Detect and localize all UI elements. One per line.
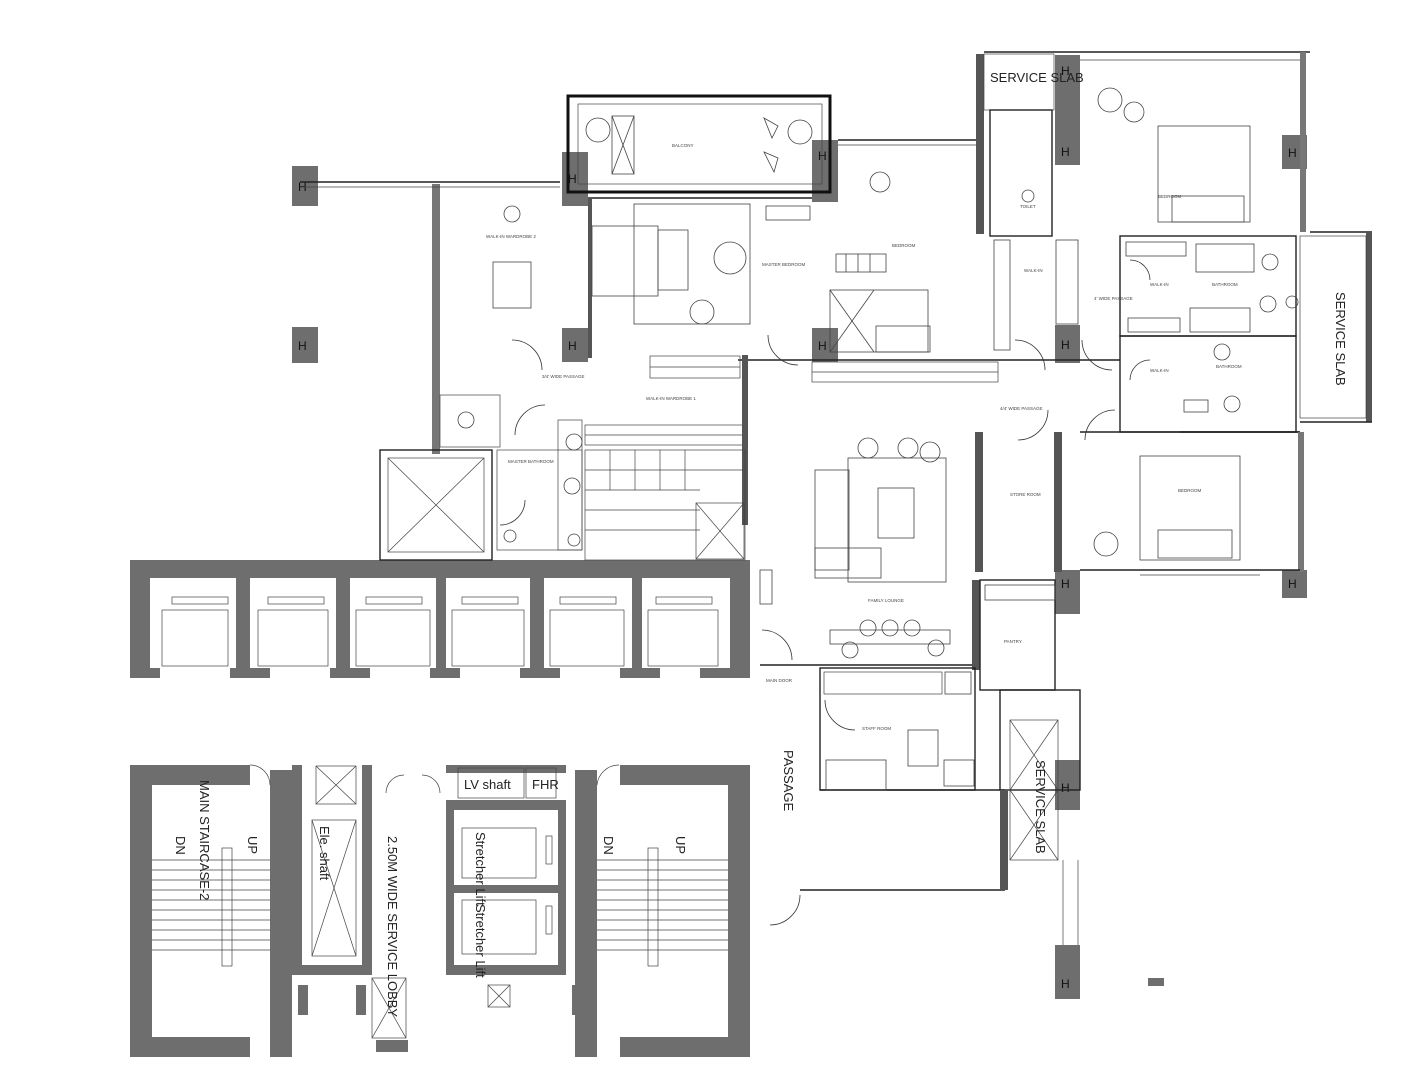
stretcher-lift-2-label: Stretcher Lift <box>473 904 488 978</box>
lv-shaft-label: LV shaft <box>464 777 511 792</box>
store-room-label: STORE ROOM <box>1010 492 1041 497</box>
service-slab-right-label: SERVICE SLAB <box>1333 292 1348 386</box>
furniture <box>457 87 1299 791</box>
svg-text:H: H <box>568 172 577 186</box>
master-bathroom-label: MASTER BATHROOM <box>508 459 554 464</box>
svg-text:H: H <box>1061 577 1070 591</box>
balcony-label: BALCONY <box>672 143 694 148</box>
structural-columns: H H H H H H HH H H H H H H <box>292 55 1307 999</box>
walk-in-wardrobe-2-label: WALK-IN WARDROBE 2 <box>486 234 536 239</box>
door-swings <box>499 259 1151 926</box>
family-lounge-label: FAMILY LOUNGE <box>868 598 904 603</box>
svg-text:H: H <box>818 339 827 353</box>
service-lobby-label: 2.50M WIDE SERVICE LOBBY <box>385 836 400 1017</box>
passage-label: PASSAGE <box>781 750 796 812</box>
walk-in-3-label: WALK-IN <box>1150 368 1169 373</box>
column: H <box>292 327 318 363</box>
svg-text:H: H <box>568 339 577 353</box>
bedroom-3-label: BEDROOM <box>1158 194 1182 199</box>
walk-in-wardrobe-1-label: WALK-IN WARDROBE 1 <box>646 396 696 401</box>
column: H <box>1055 325 1080 363</box>
bathroom-2-label: BATHROOM <box>1216 364 1242 369</box>
master-bedroom-label: MASTER BEDROOM <box>762 262 806 267</box>
large-labels: PASSAGE SERVICE SLAB SERVICE SLAB SERVIC… <box>173 70 1348 1017</box>
bathroom-label: BATHROOM <box>1212 282 1238 287</box>
fhr-label: FHR <box>532 777 559 792</box>
toilet-label: TOILET <box>1020 204 1036 209</box>
room-labels: BALCONY MASTER BEDROOM WALK-IN WARDROBE … <box>486 143 1242 731</box>
column <box>1148 978 1164 986</box>
staff-room-label: STAFF ROOM <box>862 726 891 731</box>
svg-text:H: H <box>1061 338 1070 352</box>
up-left-label: UP <box>245 836 260 854</box>
bedroom-4-label: BEDROOM <box>1178 488 1202 493</box>
column: H <box>1055 945 1080 999</box>
main-door-label: MAIN DOOR <box>766 678 793 683</box>
lift-bank <box>130 560 750 678</box>
column: H <box>292 166 318 206</box>
column: H <box>562 152 588 206</box>
svg-text:H: H <box>1061 145 1070 159</box>
column: H <box>1055 570 1080 614</box>
pantry-label: PANTRY <box>1004 639 1022 644</box>
service-slab-bottom-label: SERVICE SLAB <box>1033 760 1048 854</box>
bedroom-2-label: BEDROOM <box>892 243 916 248</box>
ele-shaft-label: Ele. shaft <box>317 826 332 881</box>
svg-text:H: H <box>1288 577 1297 591</box>
wide-passage-3-label: 4/4' WIDE PASSAGE <box>1000 406 1043 411</box>
wide-passage-1-label: 3/4' WIDE PASSAGE <box>542 374 585 379</box>
column: HH <box>1055 55 1080 165</box>
service-slab-top-label: SERVICE SLAB <box>990 70 1084 85</box>
svg-text:H: H <box>298 339 307 353</box>
column: H <box>812 328 838 362</box>
stretcher-lift-1-label: Stretcher Lift <box>473 832 488 906</box>
staircase-left <box>130 764 292 1057</box>
staircase-right <box>575 764 750 1057</box>
svg-text:H: H <box>1061 781 1070 795</box>
column: H <box>562 328 588 362</box>
svg-text:H: H <box>1061 64 1070 78</box>
up-right-label: UP <box>673 836 688 854</box>
column: H <box>1055 760 1080 810</box>
wide-passage-2-label: 4' WIDE PASSAGE <box>1094 296 1133 301</box>
svg-text:H: H <box>1061 977 1070 991</box>
dn-left-label: DN <box>173 836 188 855</box>
dn-right-label: DN <box>601 836 616 855</box>
walk-in-label: WALK-IN <box>1024 268 1043 273</box>
column: H <box>1282 570 1307 598</box>
apartment-walls <box>300 51 1372 945</box>
walk-in-2-label: WALK-IN <box>1150 282 1169 287</box>
svg-text:H: H <box>1288 146 1297 160</box>
main-staircase-label: MAIN STAIRCASE-2 <box>197 780 212 900</box>
service-lobby <box>292 765 582 1052</box>
